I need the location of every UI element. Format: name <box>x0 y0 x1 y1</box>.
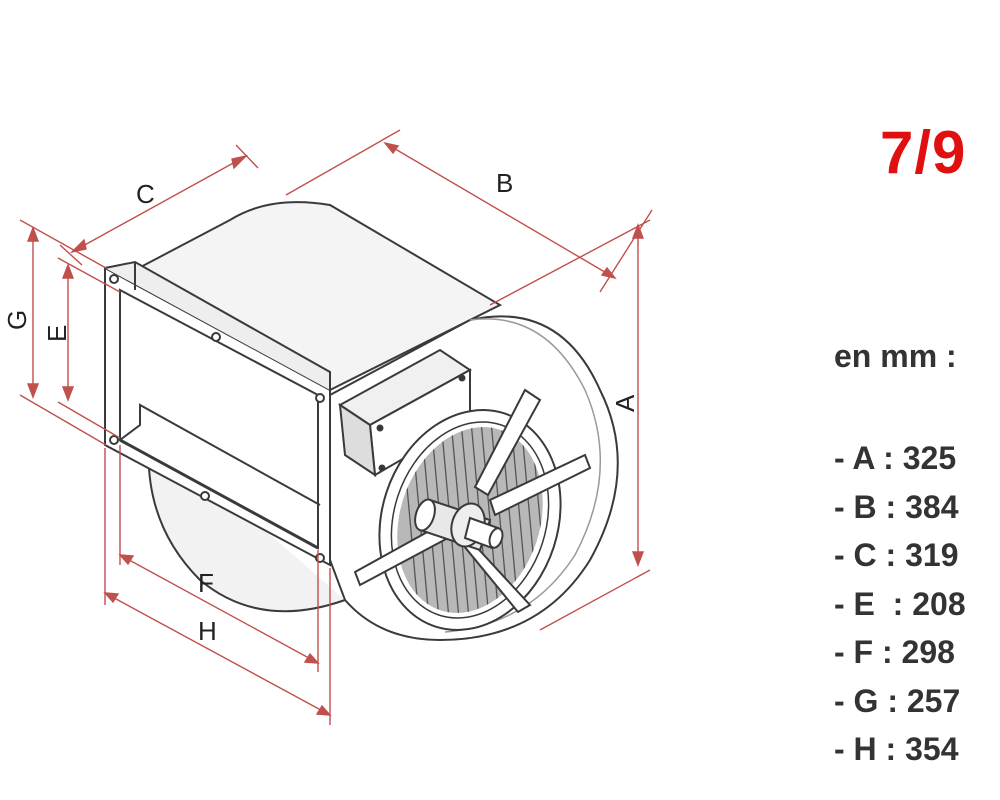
dim-label-f: F <box>198 568 214 598</box>
dim-label-c: C <box>136 179 155 209</box>
dimension-f: - F : 298 <box>834 634 955 670</box>
outlet-flange <box>104 260 331 567</box>
dimension-a: - A : 325 <box>834 440 957 476</box>
motor-shaft <box>414 498 504 552</box>
dim-label-a: A <box>610 394 640 412</box>
terminal-box <box>338 348 472 478</box>
dimension-b: - B : 384 <box>834 488 959 525</box>
dimension-h: - H : 354 <box>834 731 959 767</box>
dim-label-h: H <box>198 616 217 646</box>
dimension-g: - G : 257 <box>834 682 961 719</box>
dim-label-e: E <box>42 325 72 342</box>
dimension-lines <box>19 129 653 725</box>
dimension-c: - C : 319 <box>834 537 959 573</box>
dimension-list: - A : 325 - B : 384 - C : 319 - E : 208 … <box>834 434 966 774</box>
dimension-e: - E : 208 <box>834 585 966 622</box>
motor-support-bracket <box>353 388 592 614</box>
unit-label: en mm : <box>834 338 957 374</box>
dim-label-b: B <box>496 168 513 198</box>
model-number: 7/9 <box>880 119 967 186</box>
dim-label-g: G <box>2 310 32 330</box>
